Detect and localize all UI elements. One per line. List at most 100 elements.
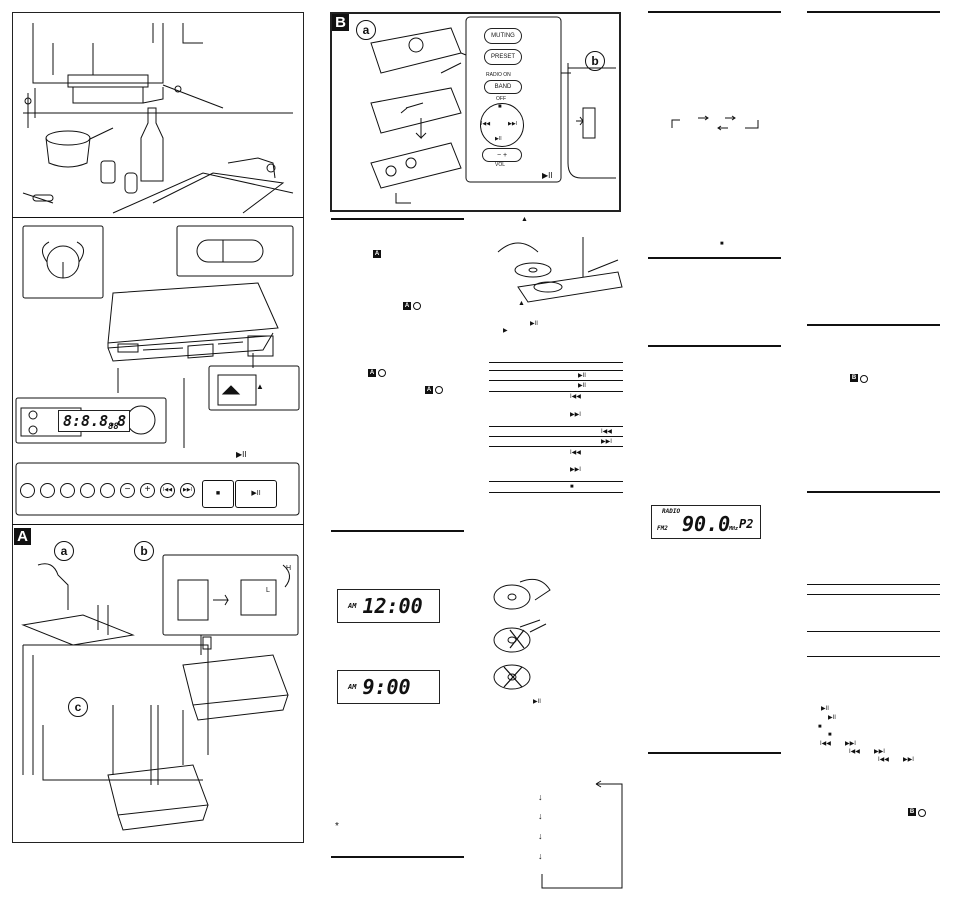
muting-button[interactable]: MUTING (484, 28, 522, 44)
radio-display: RADIO FM2 90.0 MHz P2 (651, 505, 761, 539)
col5-rule-2 (807, 324, 940, 326)
play-pause-caption-b: ▶II (542, 171, 553, 180)
col5-stop-2: ■ (828, 732, 832, 738)
mounting-illustration (21, 554, 299, 831)
col5-prev-3: I◀◀ (878, 757, 889, 763)
flow-arrow-2: ↓ (538, 811, 543, 821)
radio-on-label: RADIO ON (486, 72, 511, 78)
next-button[interactable]: ▶▶I (180, 483, 195, 498)
radio-band: FM2 (657, 525, 668, 532)
asterisk-note: * (335, 821, 339, 832)
ref-circle-4 (860, 375, 868, 383)
remote-dpad[interactable] (480, 103, 524, 147)
remote-step-a-marker: a (356, 20, 376, 40)
front-button-4[interactable] (80, 483, 95, 498)
preset-button[interactable]: PRESET (484, 49, 522, 65)
eject-caption-2: ▲ (518, 300, 525, 307)
prev-button[interactable]: I◀◀ (160, 483, 175, 498)
col5-rule-1 (807, 11, 940, 13)
play-pause-button[interactable]: ▶II (235, 480, 277, 508)
display-panel-lcd: 8:8.8.8 (58, 410, 130, 432)
remote-next-icon: ▶▶I (508, 121, 518, 127)
clock-am-label-2: AM (348, 683, 357, 691)
radio-label: RADIO (662, 508, 681, 515)
section-a-marker: A (14, 528, 31, 545)
table-stop: ■ (570, 484, 574, 490)
clock-display-1: AM 12:00 (337, 589, 440, 623)
volume-down-button[interactable]: − (120, 483, 135, 498)
remote-step-b-marker: b (585, 51, 605, 71)
ref-circle-2 (378, 369, 386, 377)
remote-stop-icon: ■ (498, 104, 502, 110)
radio-unit: MHz (729, 526, 739, 532)
col5-play-pause-2: ▶II (828, 715, 836, 721)
front-button-5[interactable] (100, 483, 115, 498)
play-caption: ▶ (503, 328, 508, 334)
ref-circle-1 (413, 302, 421, 310)
eject-caption: ▲ (521, 216, 528, 223)
clock-time-2: 9:00 (362, 675, 411, 699)
clock-time-1: 12:00 (362, 594, 423, 618)
radio-preset: P2 (739, 517, 754, 531)
play-pause-caption-c3: ▶II (530, 321, 538, 327)
table-prev-1: I◀◀ (570, 394, 581, 400)
col5-next-2: ▶▶I (874, 749, 885, 755)
play-pause-callout: ▶II (236, 450, 247, 459)
table-next-1: ▶▶I (570, 412, 581, 418)
volume-rocker[interactable]: − + (482, 148, 522, 162)
ref-a-2: A (403, 302, 411, 310)
col5-prev-2: I◀◀ (849, 749, 860, 755)
table-next-2: ▶▶I (601, 439, 612, 445)
kitchen-installation-illustration (22, 23, 294, 214)
section-b-marker: B (332, 14, 349, 31)
col2-section-rule-2 (331, 530, 464, 532)
clock-am-label-1: AM (348, 602, 357, 610)
unit-overview-illustration (15, 225, 300, 516)
col5-play-pause-1: ▶II (821, 706, 829, 712)
ref-a-4: A (425, 386, 433, 394)
front-button-3[interactable] (60, 483, 75, 498)
col5-prev-1: I◀◀ (820, 741, 831, 747)
flow-arrow-3: ↓ (538, 831, 543, 841)
remote-prev-icon: I◀◀ (481, 121, 491, 127)
remote-play-pause-icon: ▶II (495, 136, 502, 142)
front-button-2[interactable] (40, 483, 55, 498)
col4-rule-1 (648, 11, 781, 13)
band-cycle-diagram (671, 115, 759, 131)
radio-frequency: 90.0 (682, 512, 731, 536)
label-h: H (286, 565, 292, 572)
step-c-marker: c (68, 697, 88, 717)
flow-arrow-1: ↓ (538, 792, 543, 802)
flow-arrow-4: ↓ (538, 851, 543, 861)
eject-callout: ▲ (256, 382, 264, 391)
volume-up-button[interactable]: + (140, 483, 155, 498)
disc-handling-illustration (493, 578, 551, 690)
step-a-marker: a (54, 541, 74, 561)
col2-section-rule-1 (331, 218, 464, 220)
label-l: L (266, 587, 270, 594)
col4-stop-icon: ■ (720, 241, 724, 247)
illustration-column (12, 12, 304, 843)
col4-rule-2 (648, 257, 781, 259)
ref-a-3: A (368, 369, 376, 377)
clock-display-2: AM 9:00 (337, 670, 440, 704)
ref-a-1: A (373, 250, 381, 258)
stop-button[interactable]: ■ (202, 480, 234, 508)
remote-panel (330, 12, 621, 212)
band-button[interactable]: BAND (484, 80, 522, 94)
front-button-1[interactable] (20, 483, 35, 498)
cd-load-illustration (497, 237, 623, 303)
remote-battery-illustration (370, 16, 616, 204)
display-side-digits: 88 (108, 422, 119, 432)
ref-b-2: B (908, 808, 916, 816)
col5-next-1: ▶▶I (845, 741, 856, 747)
ref-circle-3 (435, 386, 443, 394)
col4-rule-3 (648, 345, 781, 347)
table-next-3: ▶▶I (570, 467, 581, 473)
off-label: OFF (496, 96, 506, 102)
step-b-marker: b (134, 541, 154, 561)
col5-stop-1: ■ (818, 724, 822, 730)
table-play-pause-2: ▶II (578, 383, 586, 389)
play-pause-caption-c3b: ▶II (533, 699, 541, 705)
table-prev-3: I◀◀ (570, 450, 581, 456)
